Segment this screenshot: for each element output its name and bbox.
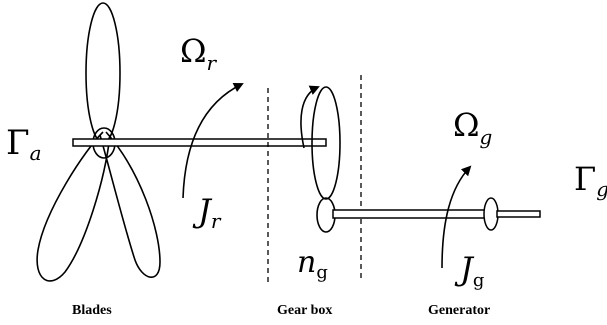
blade-lower-right <box>99 131 161 278</box>
omega-r-symbol: Ωr <box>180 32 218 75</box>
omega-g-rotation-arrow <box>441 165 472 269</box>
gamma-a-symbol: Γa <box>6 123 42 165</box>
generator-shaft <box>496 210 541 218</box>
gearbox-label: Gear box <box>277 303 332 318</box>
blade-top <box>85 2 121 144</box>
j-r-symbol: Jr <box>192 192 222 233</box>
blades-label: Blades <box>72 303 112 318</box>
generator-label: Generator <box>428 303 490 318</box>
low-speed-shaft <box>72 138 327 147</box>
gear-rotation-arrow <box>300 85 320 149</box>
gamma-g-symbol: Γg <box>574 160 607 201</box>
omega-g-symbol: Ωg <box>453 106 492 149</box>
blade-lower-left <box>36 131 111 282</box>
omega-r-rotation-arrow <box>182 83 244 199</box>
large-gear <box>311 86 341 200</box>
generator-rotor <box>483 197 499 231</box>
high-speed-shaft <box>332 209 496 219</box>
n-g-symbol: ng <box>297 245 328 283</box>
j-g-symbol: Jg <box>454 250 484 291</box>
